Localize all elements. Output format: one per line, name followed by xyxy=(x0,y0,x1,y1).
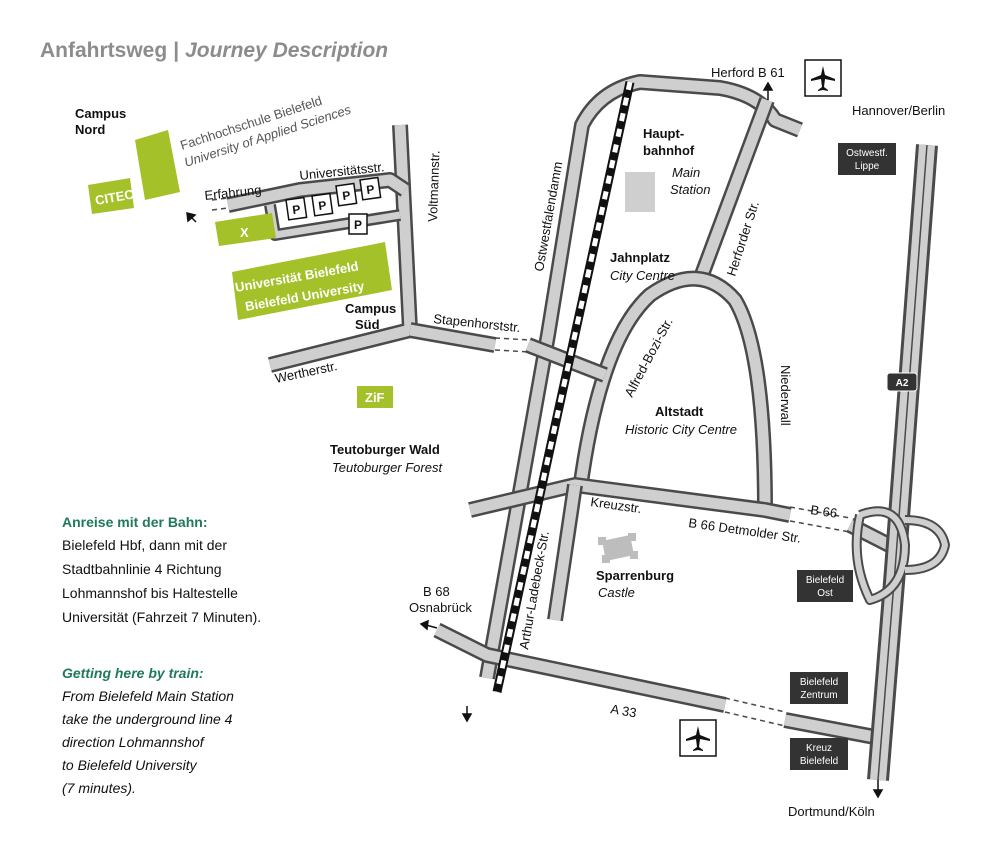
train-directions: Anreise mit der Bahn: Bielefeld Hbf, dan… xyxy=(62,514,261,796)
main-station-building xyxy=(625,172,655,212)
university-building xyxy=(232,242,392,320)
place-labels: Haupt- bahnhof Main Station Jahnplatz Ci… xyxy=(330,126,737,600)
campus-sued-1: Campus xyxy=(345,301,396,316)
sign-bielefeld-zentrum xyxy=(790,672,848,704)
sparrenburg: Sparrenburg xyxy=(596,568,674,583)
street-hannover-berlin: Hannover/Berlin xyxy=(852,103,945,118)
a2-label: A2 xyxy=(896,378,909,389)
train-de-line: Universität (Fahrzeit 7 Minuten). xyxy=(62,609,261,625)
svg-text:Zentrum: Zentrum xyxy=(800,690,837,701)
historic-city-centre: Historic City Centre xyxy=(625,422,737,437)
campus-sued-2: Süd xyxy=(355,317,380,332)
sign-kreuz-bielefeld xyxy=(790,738,848,770)
x-building xyxy=(215,213,276,246)
campus-nord-2: Nord xyxy=(75,122,105,137)
dashed-road-gaps xyxy=(211,197,851,727)
street-erfahrung: Erfahrung xyxy=(204,182,262,203)
street-b68: B 68 xyxy=(423,584,450,599)
highway-signs: Ostwestf. Lippe Bielefeld Ost Bielefeld … xyxy=(790,143,918,770)
castle: Castle xyxy=(598,585,635,600)
city-centre: City Centre xyxy=(610,268,675,283)
main-station-2: Station xyxy=(670,182,710,197)
title-en: Journey Description xyxy=(185,39,388,62)
street-dortmund-koeln: Dortmund/Köln xyxy=(788,804,875,819)
arrow-icon xyxy=(186,81,884,799)
fh-building xyxy=(135,130,180,200)
train-heading-en: Getting here by train: xyxy=(62,665,204,681)
street-a33: A 33 xyxy=(609,701,637,720)
svg-text:Ost: Ost xyxy=(817,588,833,599)
teuto-wald: Teutoburger Wald xyxy=(330,442,440,457)
sign-a2 xyxy=(886,372,918,392)
svg-text:Bielefeld: Bielefeld xyxy=(806,575,844,586)
svg-text:Ostwestf.: Ostwestf. xyxy=(846,148,888,159)
city-roads xyxy=(433,74,882,746)
street-b66: B 66 xyxy=(810,502,839,521)
airport-icon xyxy=(679,719,717,757)
hbf-1: Haupt- xyxy=(643,126,684,141)
campus-buildings: CITEC X Universität Bielefeld Bielefeld … xyxy=(88,130,393,408)
train-de-line: Bielefeld Hbf, dann mit der xyxy=(62,537,227,553)
main-station-1: Main xyxy=(672,165,700,180)
train-de-line: Stadtbahnlinie 4 Richtung xyxy=(62,561,222,577)
x-building-label: X xyxy=(240,225,249,240)
svg-text:Kreuz: Kreuz xyxy=(806,743,832,754)
svg-text:Anfahrtsweg|Journey Descriptio: Anfahrtsweg | Journey Description xyxy=(40,39,388,62)
zif-building xyxy=(357,386,393,408)
svg-text:Lippe: Lippe xyxy=(855,161,880,172)
parking-label: P xyxy=(292,202,302,217)
sign-ostwestf-lippe xyxy=(838,143,896,175)
zif-label: ZiF xyxy=(365,390,385,405)
svg-text:Bielefeld: Bielefeld xyxy=(800,677,838,688)
street-kreuzstr: Kreuzstr. xyxy=(590,494,643,516)
sign-bielefeld-ost xyxy=(797,570,853,602)
teuto-forest: Teutoburger Forest xyxy=(332,460,443,475)
parking-label: P xyxy=(342,188,352,203)
title-sep: | xyxy=(173,39,179,62)
map-title: Anfahrtsweg | Journey Description xyxy=(40,39,388,62)
parking-label: P xyxy=(318,198,328,213)
citec-label: CITEC xyxy=(94,186,136,208)
hbf-2: bahnhof xyxy=(643,143,695,158)
parking-signs: P P P P P xyxy=(285,176,382,235)
train-heading-de: Anreise mit der Bahn: xyxy=(62,514,207,530)
street-osnabrueck: Osnabrück xyxy=(409,600,472,615)
altstadt: Altstadt xyxy=(655,404,704,419)
train-en-line: (7 minutes). xyxy=(62,780,136,796)
airport-icon xyxy=(804,59,842,97)
railway-line xyxy=(492,81,635,693)
autobahn-a2 xyxy=(851,144,950,781)
citec-building xyxy=(88,178,134,214)
train-en-line: direction Lohmannshof xyxy=(62,734,206,750)
title-de: Anfahrtsweg xyxy=(40,39,167,62)
svg-text:Bielefeld: Bielefeld xyxy=(800,756,838,767)
parking-label: P xyxy=(366,182,376,197)
parking-label: P xyxy=(354,218,362,232)
street-voltmannstr: Voltmannstr. xyxy=(425,150,442,222)
castle-icon xyxy=(598,533,638,563)
street-herford-b61: Herford B 61 xyxy=(711,65,785,80)
train-de-line: Lohmannshof bis Haltestelle xyxy=(62,585,238,601)
campus-nord-1: Campus xyxy=(75,106,126,121)
train-en-line: take the underground line 4 xyxy=(62,711,233,727)
street-niederwall: Niederwall xyxy=(778,365,793,426)
train-en-line: From Bielefeld Main Station xyxy=(62,688,234,704)
train-en-line: to Bielefeld University xyxy=(62,757,198,773)
jahnplatz: Jahnplatz xyxy=(610,250,670,265)
